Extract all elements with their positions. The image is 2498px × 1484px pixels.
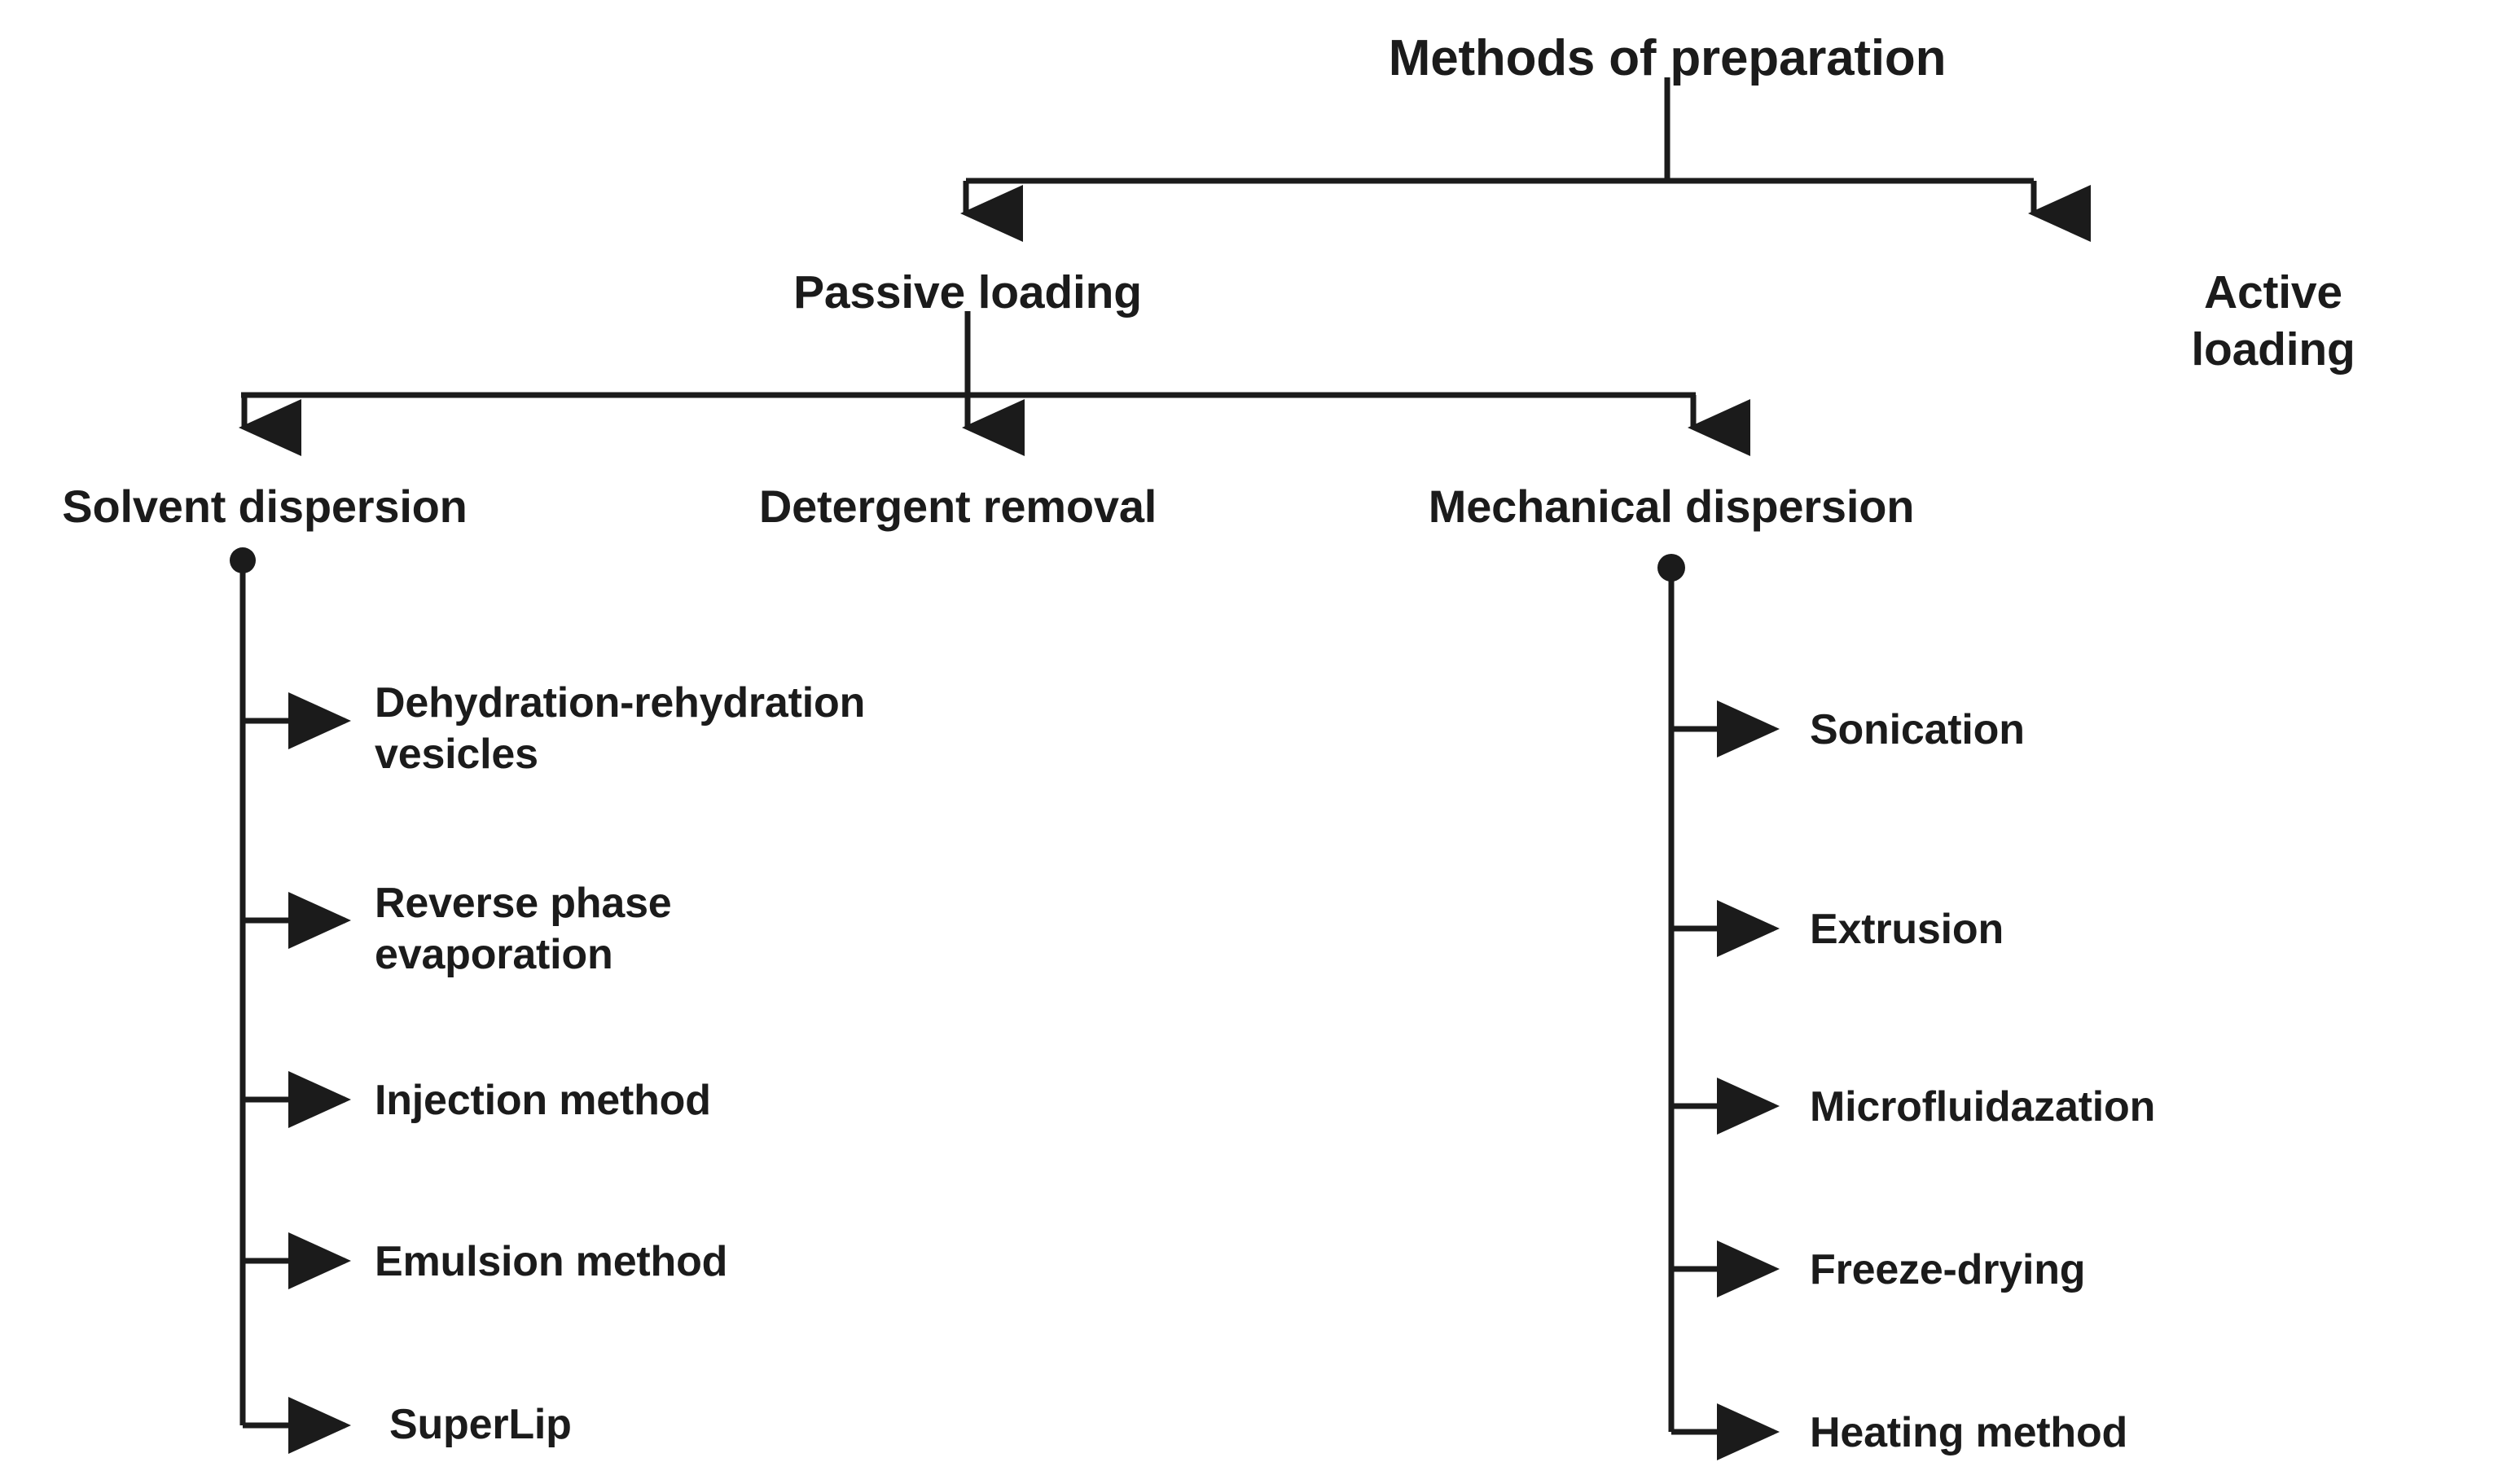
node-solvent-dispersion: Solvent dispersion — [62, 481, 468, 532]
node-injection-method: Injection method — [375, 1077, 711, 1124]
node-superlip: SuperLip — [389, 1401, 572, 1448]
node-methods-of-preparation: Methods of preparation — [1388, 30, 1947, 86]
node-heating-method: Heating method — [1810, 1409, 2128, 1456]
node-emulsion-method: Emulsion method — [375, 1238, 728, 1285]
mechanical-dispersion-spine-dot — [1657, 554, 1685, 582]
node-microfluidazation: Microfluidazation — [1810, 1083, 2156, 1131]
node-freeze-drying: Freeze-drying — [1810, 1246, 2086, 1293]
node-detergent-removal: Detergent removal — [758, 481, 1157, 532]
node-active-loading: Active loading — [2191, 266, 2355, 375]
node-sonication: Sonication — [1810, 706, 2025, 753]
node-dehydration-rehydration-vesicles: Dehydration-rehydration vesicles — [375, 679, 866, 779]
node-mechanical-dispersion: Mechanical dispersion — [1428, 481, 1915, 532]
node-extrusion: Extrusion — [1810, 906, 2004, 953]
solvent-dispersion-spine-dot — [230, 547, 256, 573]
node-reverse-phase-evaporation: Reverse phase evaporation — [375, 880, 672, 979]
node-passive-loading: Passive loading — [793, 266, 1142, 318]
